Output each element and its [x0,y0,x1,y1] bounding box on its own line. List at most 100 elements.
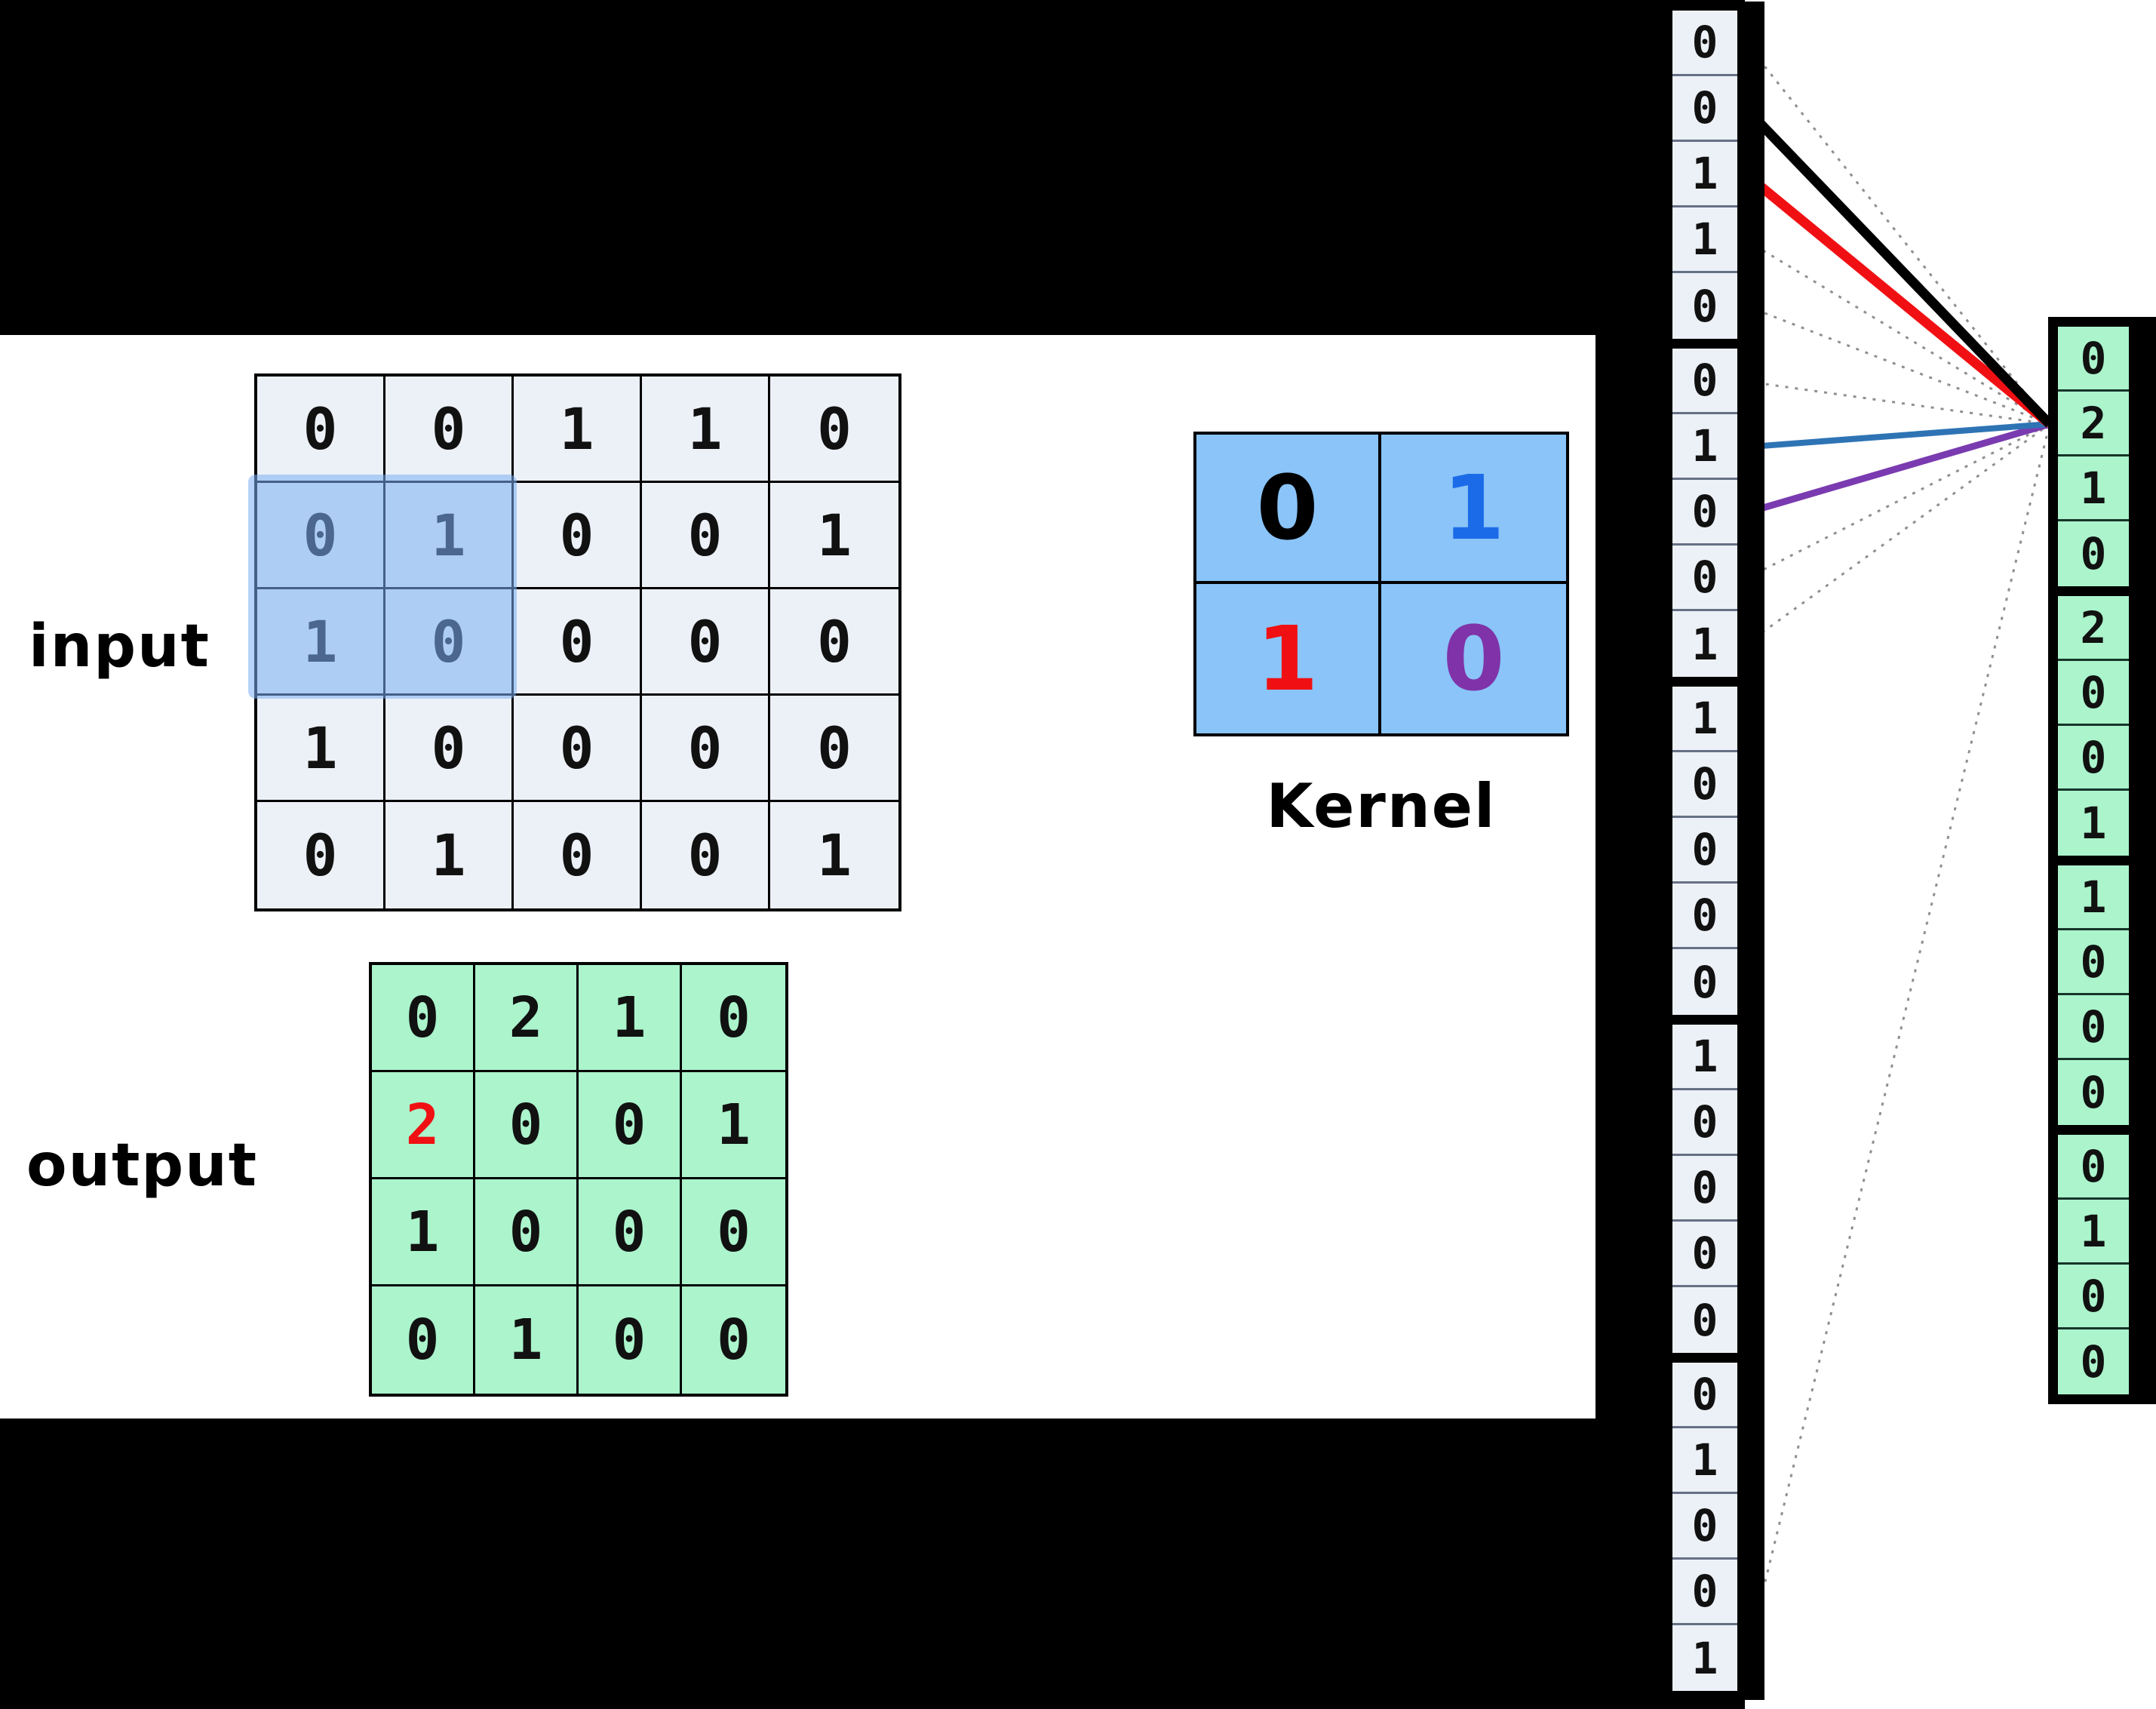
output-vector-cell: 0 [2058,1135,2129,1200]
input-matrix-cell: 0 [257,802,385,908]
input-vector-cell: 1 [1672,1025,1737,1090]
connection-line-dashed [1745,42,2051,425]
input-vector-cell: 0 [1672,949,1737,1015]
input-matrix-cell: 0 [385,696,514,802]
output-matrix-cell: 2 [372,1072,475,1179]
input-matrix-cell: 0 [770,377,898,483]
input-vector-cell: 0 [1672,1156,1737,1222]
output-vector-cell: 0 [2058,327,2129,392]
output-vector-cell: 0 [2058,726,2129,791]
output-vector-cell: 0 [2058,1265,2129,1329]
output-matrix-cell: 1 [682,1072,785,1179]
output-matrix-cell: 0 [475,1179,579,1286]
input-matrix-cell: 1 [770,483,898,589]
output-matrix-cell: 0 [579,1179,682,1286]
output-vector-cell: 2 [2058,596,2129,661]
input-vector-cell: 0 [1672,480,1737,546]
input-matrix-cell: 0 [642,589,770,696]
output-matrix-cell: 0 [579,1072,682,1179]
input-matrix-cell: 0 [514,589,642,696]
connection-line-dashed [1746,380,2050,426]
output-vector-cell: 1 [2058,456,2129,521]
input-matrix-cell: 0 [770,589,898,696]
kernel-cell: 0 [1381,584,1566,733]
input-vector-cell: 0 [1672,1363,1737,1428]
output-matrix-cell: 0 [579,1286,682,1394]
kernel-cell: 0 [1196,435,1381,584]
kernel-cell: 1 [1196,584,1381,733]
connection-line-dashed [1745,423,2051,1658]
output-vector-cell: 0 [2058,1060,2129,1125]
input-matrix-cell: 0 [514,696,642,802]
output-vector-cell: 0 [2058,930,2129,995]
connection-line [1745,420,2051,516]
input-vector-cell: 0 [1672,1222,1737,1287]
input-vector-cell: 0 [1672,884,1737,949]
input-vector-cell: 0 [1672,1090,1737,1156]
input-matrix-cell: 1 [642,377,770,483]
output-matrix-cell: 0 [372,1286,475,1394]
input-matrix-cell: 0 [642,802,770,908]
input-highlight-patch [248,475,517,699]
input-vector-cell: 0 [1672,1560,1737,1625]
connection-line [1743,105,2053,428]
input-matrix-cell: 0 [385,377,514,483]
input-vector-cell: 1 [1672,687,1737,752]
connection-line-dashed [1746,305,2050,426]
output-vector-cell: 0 [2058,1329,2129,1394]
output-vector-cell: 1 [2058,791,2129,856]
input-vector-cell: 1 [1672,207,1737,273]
input-vector-cell: 1 [1672,611,1737,677]
output-matrix-cell: 1 [475,1286,579,1394]
input-matrix-cell: 0 [642,696,770,802]
output-matrix-cell: 0 [682,1179,785,1286]
connection-line-dashed [1746,423,2050,645]
output-vector-cell: 1 [2058,865,2129,930]
input-matrix-cell: 1 [385,802,514,908]
input-vector-cell: 0 [1672,1494,1737,1560]
input-vector-cell: 0 [1672,752,1737,818]
kernel-label: Kernel [1266,771,1497,841]
connection-line [1746,421,2050,450]
output-vector-cell: 2 [2058,392,2129,456]
input-vector-cell: 0 [1672,546,1737,611]
input-vector-cell: 0 [1672,11,1737,76]
input-vector-cell: 0 [1672,349,1737,414]
input-matrix-cell: 1 [257,696,385,802]
input-vector-cell: 0 [1672,273,1737,339]
output-matrix-cell: 2 [475,965,579,1072]
input-vector-cell: 1 [1672,1625,1737,1691]
connection-line-dashed [1746,239,2050,426]
input-matrix-cell: 0 [257,377,385,483]
output-vector-cell: 0 [2058,521,2129,586]
output-matrix-cell: 1 [372,1179,475,1286]
output-vector-cell: 0 [2058,661,2129,726]
input-vector-cell: 1 [1672,142,1737,207]
input-matrix-cell: 0 [770,696,898,802]
input-vector-cell: 1 [1672,1428,1737,1494]
kernel-cell: 1 [1381,435,1566,584]
output-matrix-cell: 0 [682,1286,785,1394]
input-matrix-cell: 1 [770,802,898,908]
input-vector-cell: 0 [1672,76,1737,142]
output-matrix-cell: 0 [475,1072,579,1179]
output-matrix-cell: 0 [682,965,785,1072]
output-vector-cell: 0 [2058,995,2129,1060]
input-vector-cell: 1 [1672,414,1737,480]
connection-line [1743,171,2053,429]
input-matrix-cell: 0 [642,483,770,589]
input-vector-cell: 0 [1672,1287,1737,1353]
